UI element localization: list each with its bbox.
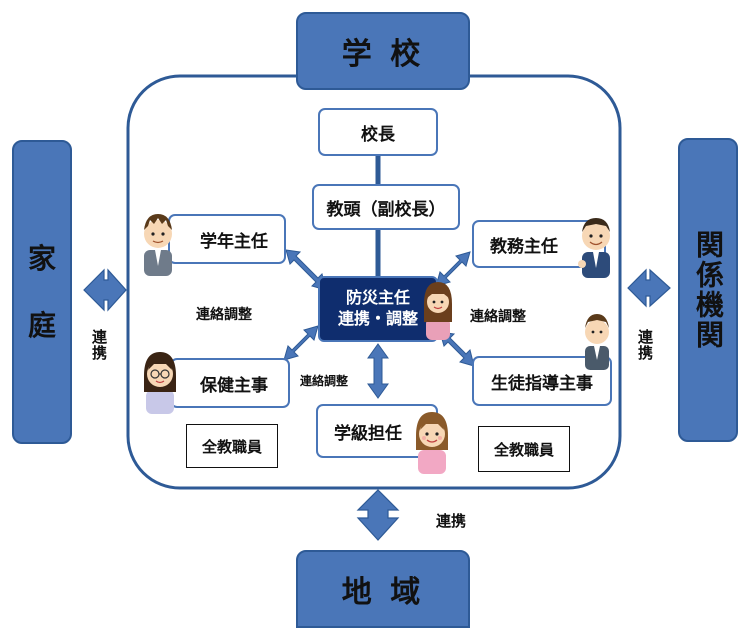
coord-left-label: 連絡調整	[196, 307, 252, 323]
academic-head-label: 教務主任	[490, 236, 558, 257]
all-staff-left-box: 全教職員	[186, 424, 278, 468]
link-bottom-label: 連携	[436, 512, 467, 530]
principal-label: 校長	[361, 124, 395, 145]
grade-head-box: 学年主任	[168, 214, 286, 264]
disaster-head-line2: 連携・調整	[337, 309, 418, 328]
man-icon	[585, 314, 609, 370]
all-staff-right-box: 全教職員	[478, 426, 570, 472]
arrow-homeroom-center	[367, 343, 389, 399]
community-header: 地 域	[296, 550, 470, 628]
vice-principal-box: 教頭（副校長）	[312, 184, 460, 230]
disaster-head-line1: 防災主任	[345, 288, 410, 308]
grade-head-label: 学年主任	[200, 231, 268, 252]
all-staff-right-label: 全教職員	[493, 440, 554, 459]
coord-bottom-label: 連絡調整	[300, 374, 349, 388]
school-header: 学 校	[296, 12, 470, 90]
school-header-label: 学 校	[341, 37, 425, 72]
community-header-label: 地 域	[341, 575, 425, 610]
arrow-home-school	[83, 268, 127, 312]
link-left-label: 連 携	[92, 328, 108, 362]
man-icon	[578, 218, 610, 278]
home-box: 家 庭	[12, 140, 72, 444]
health-head-box: 保健主事	[170, 358, 290, 408]
arrow-school-community	[356, 489, 400, 541]
all-staff-left-label: 全教職員	[201, 437, 262, 456]
woman-glasses-icon	[144, 352, 176, 414]
health-head-label: 保健主事	[200, 375, 268, 396]
vice-principal-label: 教頭（副校長）	[326, 199, 446, 220]
guidance-head-label: 生徒指導主事	[491, 373, 593, 394]
woman-icon	[424, 282, 452, 340]
man-icon	[144, 214, 172, 276]
home-label: 家 庭	[27, 241, 56, 342]
coord-right-label: 連絡調整	[470, 309, 526, 325]
agency-box: 関係機関	[678, 138, 738, 442]
woman-icon	[416, 412, 448, 474]
agency-label: 関係機関	[692, 230, 725, 350]
arrow-health-center	[283, 325, 319, 361]
arrow-school-agency	[627, 268, 671, 308]
homeroom-label: 学級担任	[334, 423, 402, 444]
principal-box: 校長	[318, 108, 438, 156]
disaster-head-box: 防災主任 連携・調整	[318, 276, 438, 342]
link-right-label: 連 携	[638, 328, 654, 362]
